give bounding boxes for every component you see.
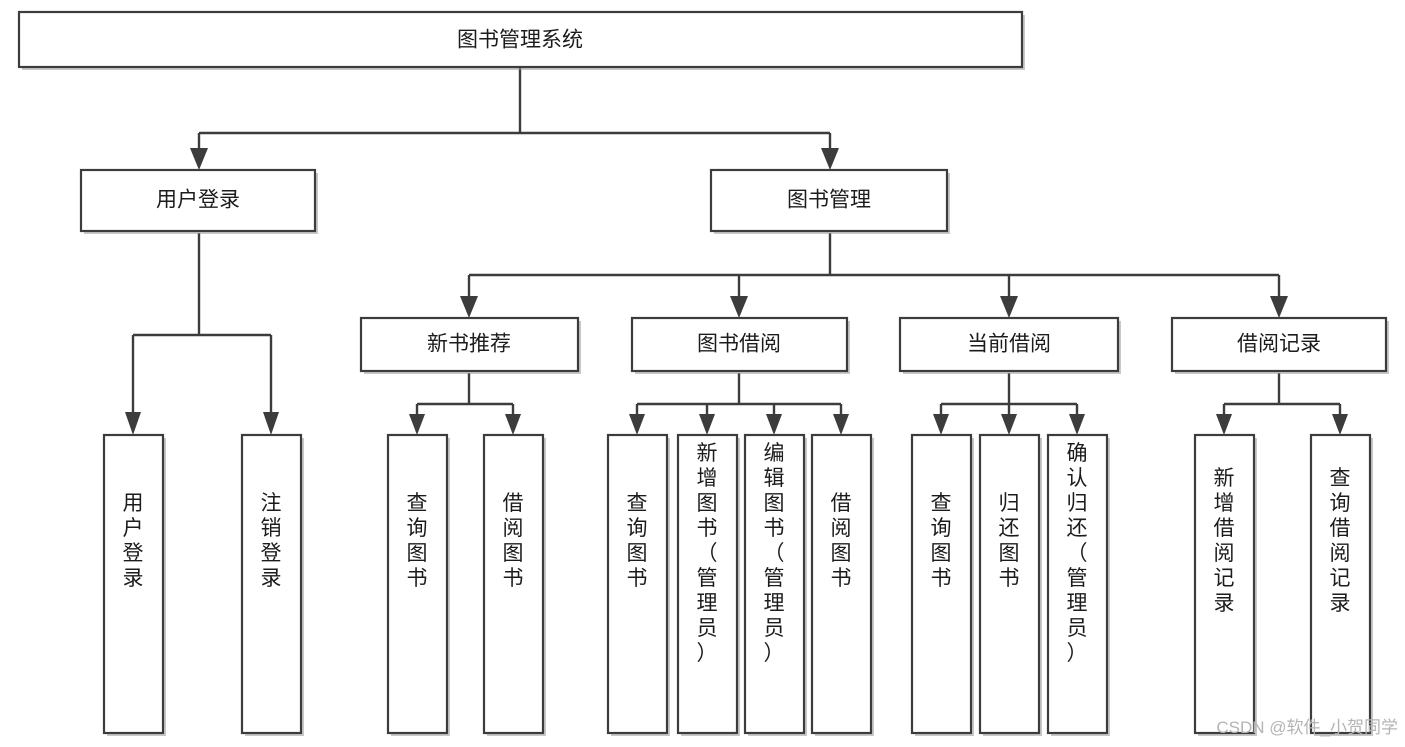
node-root-label: 图书管理系统 [457,29,583,52]
node-leaf-query-book-3[interactable]: 查询图书 [910,433,974,736]
node-current-borrow[interactable]: 当前借阅 [898,316,1121,374]
node-borrow-record[interactable]: 借阅记录 [1170,316,1389,374]
node-leaf-borrow-book-1-box [482,433,545,735]
node-leaf-user-logout-label: 注销登录 [261,492,282,590]
arrow-head-new-book-recommend [460,296,478,318]
arrow-head-borrow-record [1270,296,1288,318]
arrow-head-leaf-query-book-2 [629,414,645,435]
node-leaf-edit-book-label: 编辑图书（管理员） [764,442,785,665]
arrow-head-leaf-query-record [1332,414,1348,435]
node-leaf-return-book-box [978,433,1041,735]
arrow-head-leaf-edit-book [766,414,782,435]
node-book-borrow[interactable]: 图书借阅 [630,316,850,374]
node-leaf-borrow-book-2[interactable]: 借阅图书 [810,433,874,736]
node-leaf-query-book-1[interactable]: 查询图书 [386,433,450,736]
node-new-book-recommend[interactable]: 新书推荐 [359,316,581,374]
node-book-manage-label: 图书管理 [787,189,871,212]
node-current-borrow-label: 当前借阅 [967,333,1051,356]
node-book-manage[interactable]: 图书管理 [709,168,950,234]
node-new-book-recommend-label: 新书推荐 [427,333,511,356]
node-leaf-borrow-book-2-box [810,433,873,735]
arrow-head-leaf-return-book [1001,414,1017,435]
node-leaf-user-login-label: 用户登录 [123,492,144,590]
node-leaf-add-book-label: 新增图书（管理员） [697,442,718,665]
arrow-head-current-borrow [1000,296,1018,318]
node-user-login-box [79,168,317,233]
node-leaf-return-book[interactable]: 归还图书 [978,433,1042,736]
arrow-head-leaf-user-login [125,412,141,435]
arrow-head-leaf-add-book [699,414,715,435]
node-leaf-add-record-label: 新增借阅记录 [1214,467,1235,615]
arrow-head-leaf-query-book-1 [409,414,425,435]
node-new-book-recommend-box [359,316,580,373]
node-leaf-borrow-book-1[interactable]: 借阅图书 [482,433,546,736]
node-leaf-add-record[interactable]: 新增借阅记录 [1193,433,1257,736]
arrow-head-book-manage [821,148,839,170]
node-book-manage-box [709,168,949,233]
node-leaf-query-book-1-label: 查询图书 [407,492,428,590]
node-borrow-record-label: 借阅记录 [1237,333,1321,356]
node-leaf-query-book-1-box [386,433,449,735]
node-leaf-query-book-3-label: 查询图书 [931,492,952,590]
node-leaf-query-record-label: 查询借阅记录 [1330,467,1351,615]
node-leaf-user-login[interactable]: 用户登录 [102,433,166,736]
arrow-head-user-login [190,148,208,170]
arrow-head-leaf-user-logout [263,412,279,435]
node-user-login-label: 用户登录 [156,189,240,212]
arrow-head-leaf-query-book-3 [933,414,949,435]
node-user-login[interactable]: 用户登录 [79,168,318,234]
node-leaf-user-logout[interactable]: 注销登录 [240,433,304,736]
node-leaf-query-book-2[interactable]: 查询图书 [606,433,670,736]
node-leaf-confirm-return-label: 确认归还（管理员） [1067,442,1088,665]
node-leaf-query-record[interactable]: 查询借阅记录 [1309,433,1373,736]
node-leaf-confirm-return-box [1046,433,1109,735]
node-leaf-query-book-3-box [910,433,973,735]
arrow-head-leaf-borrow-book-1 [505,414,521,435]
node-leaf-add-book-box [676,433,739,735]
arrow-head-leaf-add-record [1216,414,1232,435]
node-leaf-add-book[interactable]: 新增图书（管理员） [676,433,740,736]
node-root-box [17,10,1024,69]
arrow-head-book-borrow [730,296,748,318]
node-leaf-query-record-box [1309,433,1372,735]
arrow-head-leaf-borrow-book-2 [833,414,849,435]
node-leaf-borrow-book-2-label: 借阅图书 [831,492,852,590]
node-leaf-add-record-box [1193,433,1256,735]
node-book-borrow-label: 图书借阅 [697,333,781,356]
node-leaf-borrow-book-1-label: 借阅图书 [503,492,524,590]
csdn-watermark: CSDN @软件_小贺同学 [1216,718,1398,737]
node-borrow-record-box [1170,316,1388,373]
node-current-borrow-box [898,316,1120,373]
node-leaf-return-book-label: 归还图书 [999,492,1020,590]
node-leaf-query-book-2-label: 查询图书 [627,492,648,590]
node-leaf-edit-book-box [743,433,806,735]
node-leaf-confirm-return[interactable]: 确认归还（管理员） [1046,433,1110,736]
arrow-head-leaf-confirm-return [1069,414,1085,435]
node-leaf-user-login-box [102,433,165,735]
node-leaf-query-book-2-box [606,433,669,735]
node-leaf-user-logout-box [240,433,303,735]
connector-layer [125,67,1348,435]
node-leaf-edit-book[interactable]: 编辑图书（管理员） [743,433,807,736]
node-book-borrow-box [630,316,849,373]
node-root[interactable]: 图书管理系统 [17,10,1025,70]
